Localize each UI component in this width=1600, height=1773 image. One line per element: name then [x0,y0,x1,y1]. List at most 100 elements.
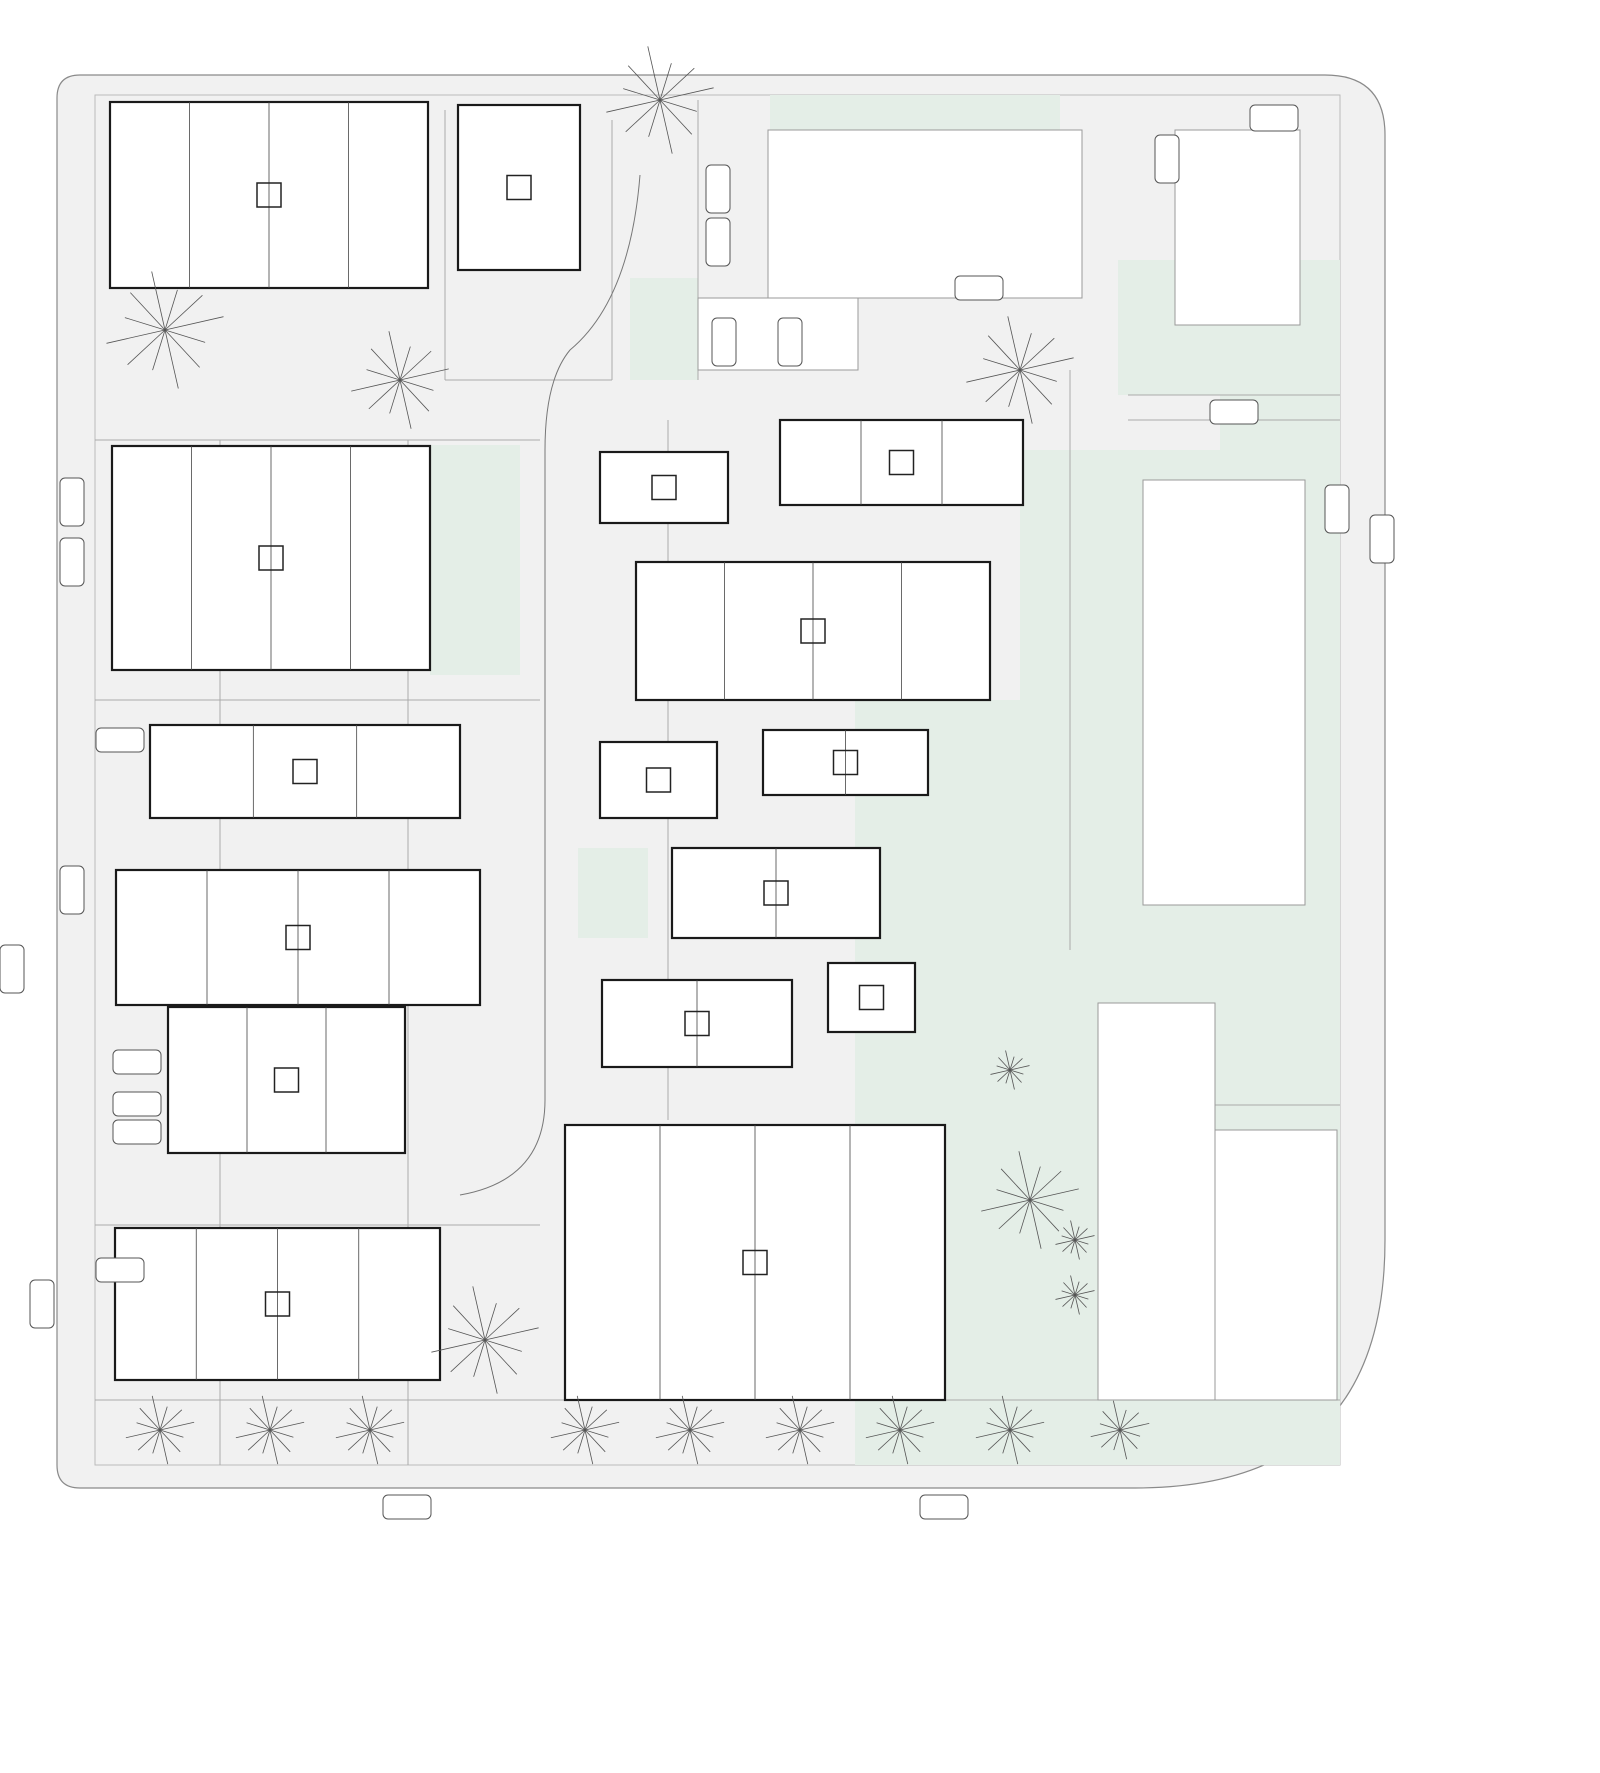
tree-branch [1074,1239,1089,1245]
tree-icon [606,46,714,154]
tree-branch [1074,1226,1080,1241]
tree-branch [689,1429,714,1438]
car [0,944,25,994]
tree-branch [799,1421,835,1431]
tree-branch [899,1429,921,1453]
car [112,1119,162,1145]
neighbor-building [1097,1002,1216,1401]
tree-branch [1090,1429,1121,1438]
tree-branch [389,379,401,414]
stair-core [285,924,311,951]
tree-branch [627,65,661,101]
tree-branch [584,1421,620,1431]
tree-branch [351,379,401,392]
lawn-area [770,95,1060,130]
tree-branch [1000,1168,1031,1201]
tree-branch [130,292,166,331]
tree-branch [473,1339,486,1377]
tree-branch [765,1429,801,1439]
tree-branch [1009,1429,1034,1438]
car [95,1257,145,1283]
tree-icon [981,1151,1079,1249]
tree-branch [1019,337,1055,371]
tree-branch [584,1406,593,1431]
tree-branch [261,1395,271,1431]
tree-branch [1074,1235,1095,1241]
tree-branch [1070,1220,1076,1241]
tree-branch [689,1429,699,1465]
tree-branch [584,1429,609,1438]
tree-branch [1063,1227,1076,1241]
tree-branch [1062,1294,1076,1307]
tree-branch [1009,1069,1015,1090]
stair-core [273,1067,300,1093]
tree-branch [1074,1294,1080,1315]
tree-branch [388,331,401,381]
tree-branch [484,1339,498,1394]
tree-branch [347,1429,371,1451]
car [59,477,85,527]
tree-branch [164,329,179,389]
tree-branch [983,358,1021,371]
tree-branch [892,1429,901,1454]
tree-branch [669,1407,691,1431]
tree-branch [879,1407,901,1431]
tree-branch [865,1429,901,1439]
tree-branch [369,1406,378,1431]
stair-core [264,1291,291,1317]
car [705,164,731,214]
tree-branch [369,1409,393,1431]
tree-branch [1009,1429,1019,1465]
tree-branch [1029,1170,1062,1201]
tree-branch [1074,1283,1088,1296]
car [1369,514,1395,564]
tree-branch [647,46,661,101]
tree-branch [247,1429,271,1451]
tree-branch [1001,1395,1011,1431]
tree-branch [484,1339,522,1352]
tree-branch [235,1429,271,1439]
trees [106,46,1150,1465]
tree-branch [1070,1239,1076,1254]
tree-branch [152,329,166,371]
car [1249,104,1299,132]
neighbor-building [1174,129,1301,326]
tree-branch [996,1065,1011,1071]
building-6 [598,740,719,820]
tree-branch [269,1429,294,1438]
tree-branch [159,1409,183,1431]
tree-branch [151,1395,161,1431]
tree-branch [986,1422,1011,1431]
lawn-area [630,278,698,380]
tree-branch [164,295,203,331]
stair-core [256,182,282,208]
tree-branch [362,1429,371,1454]
tree-branch [1113,1429,1121,1451]
tree-branch [681,1395,691,1431]
tree-icon [655,1395,725,1465]
tree-branch [472,1286,486,1341]
tree-branch [369,1429,394,1438]
car [112,1049,162,1075]
tree-branch [366,369,401,381]
tree-branch [1070,1294,1076,1309]
tree-branch [799,1409,823,1431]
tree-branch [776,1422,801,1431]
stair-core [651,474,677,501]
tree-branch [269,1429,291,1453]
tree-branch [997,1069,1011,1082]
tree-branch [399,346,411,381]
parked-cars [0,104,1395,1520]
tree-branch [667,1429,691,1451]
tree-branch [1055,1294,1076,1300]
tree-branch [1112,1400,1121,1431]
tree-branch [1070,1275,1076,1296]
building-2 [456,103,582,272]
tree-branch [1119,1422,1150,1431]
tree-branch [966,369,1021,383]
tree-branch [164,316,224,331]
tree-branch [1009,1069,1022,1083]
tree-branch [623,88,661,101]
building-10 [826,961,917,1034]
